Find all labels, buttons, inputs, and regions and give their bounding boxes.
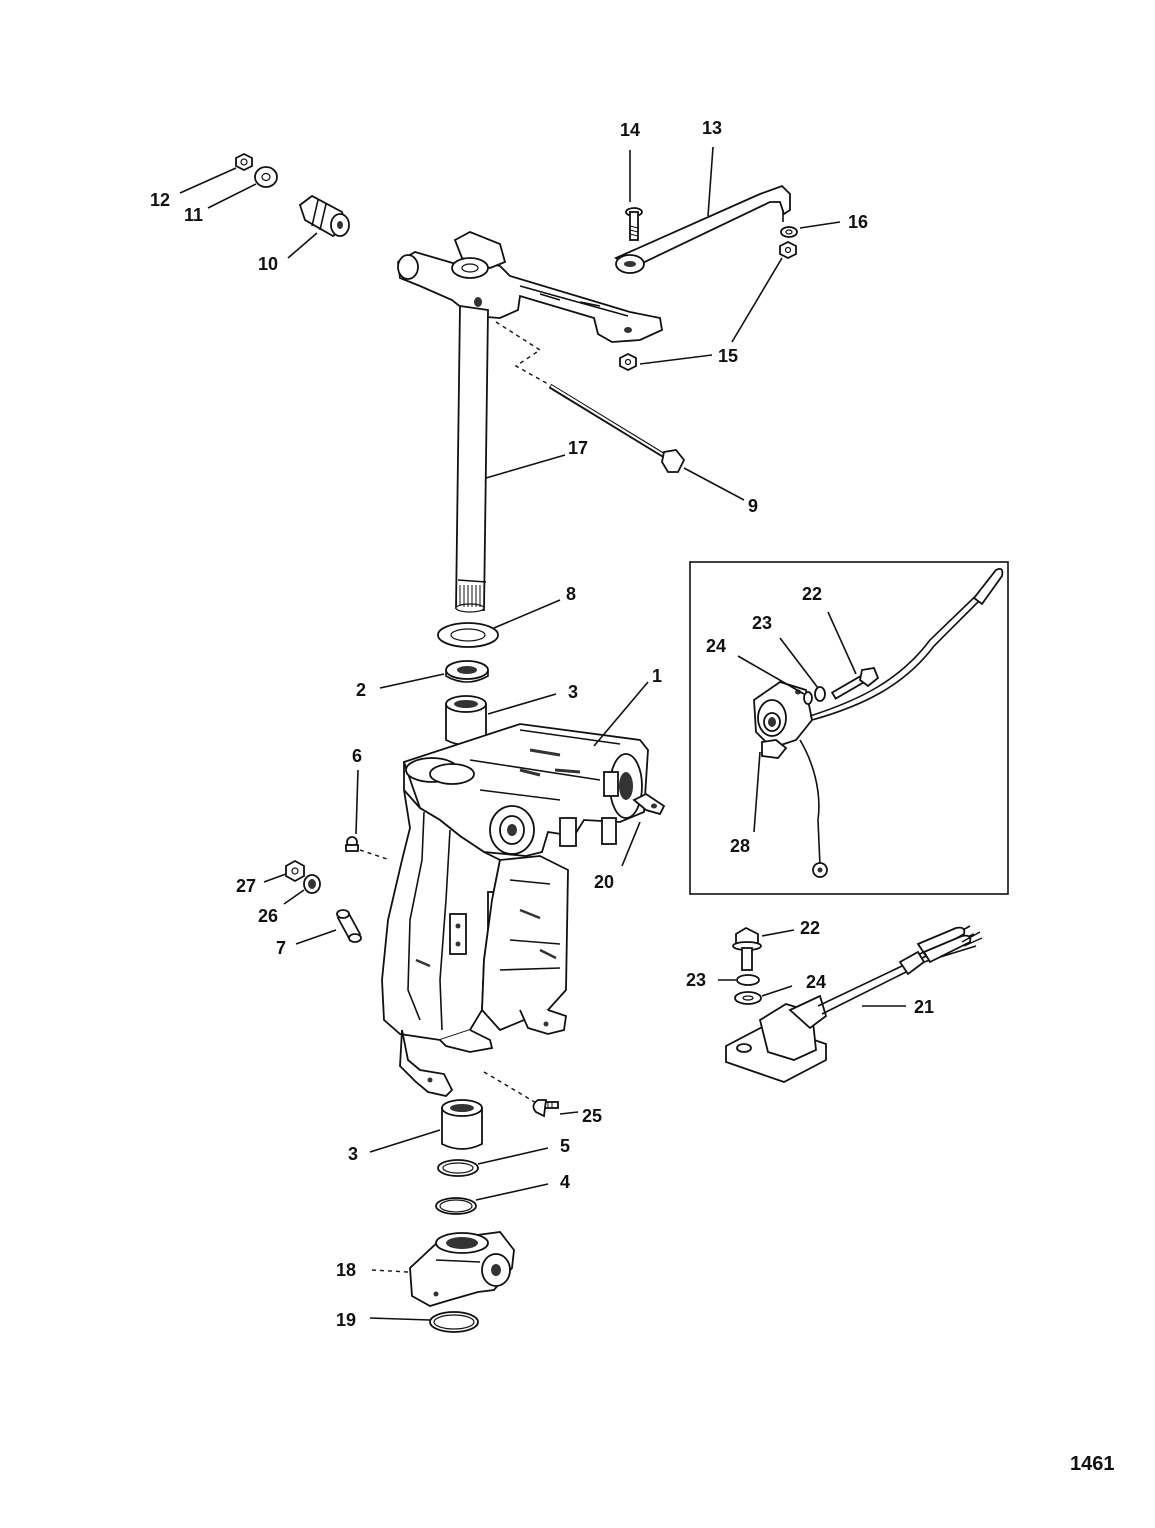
washer-23 bbox=[736, 974, 760, 986]
ring-5 bbox=[437, 1159, 479, 1177]
washer-24 bbox=[734, 991, 762, 1005]
callout-10: 10 bbox=[258, 254, 278, 274]
callout-7: 7 bbox=[276, 938, 286, 958]
lockwasher-26 bbox=[303, 874, 321, 894]
callout-24-inset: 24 bbox=[706, 636, 726, 656]
callout-19: 19 bbox=[336, 1310, 356, 1330]
callout-14: 14 bbox=[620, 120, 640, 140]
callout-5: 5 bbox=[560, 1136, 570, 1156]
callout-20: 20 bbox=[594, 872, 614, 892]
nut-12 bbox=[235, 152, 253, 172]
swivel-bracket-1 bbox=[381, 723, 649, 1097]
callout-22: 22 bbox=[800, 918, 820, 938]
fitting-6 bbox=[345, 836, 359, 852]
callout-11: 11 bbox=[184, 205, 203, 225]
bushing-3-lower bbox=[441, 1099, 483, 1150]
callout-9: 9 bbox=[748, 496, 758, 516]
callout-12: 12 bbox=[150, 190, 170, 210]
callout-3-lower: 3 bbox=[348, 1144, 358, 1164]
spacer-7 bbox=[336, 909, 362, 943]
callout-27: 27 bbox=[236, 876, 256, 896]
callout-23-inset: 23 bbox=[752, 613, 772, 633]
seal-2 bbox=[445, 660, 489, 683]
callout-1: 1 bbox=[652, 666, 662, 686]
callout-24: 24 bbox=[806, 972, 826, 992]
bushing-3-upper bbox=[445, 695, 487, 746]
nut-27 bbox=[285, 859, 305, 883]
callout-18: 18 bbox=[336, 1260, 356, 1280]
callout-23: 23 bbox=[686, 970, 706, 990]
callout-8: 8 bbox=[566, 584, 576, 604]
washer-24-inset bbox=[803, 691, 813, 705]
callout-17: 17 bbox=[568, 438, 588, 458]
callout-22-inset: 22 bbox=[802, 584, 822, 604]
washer-8 bbox=[437, 622, 499, 648]
callout-13: 13 bbox=[702, 118, 722, 138]
callout-15: 15 bbox=[718, 346, 738, 366]
page-number: 1461 bbox=[1070, 1453, 1115, 1475]
sensor-21 bbox=[725, 925, 983, 1083]
bolt-9 bbox=[548, 383, 686, 473]
tie-rod-13 bbox=[614, 184, 791, 274]
bolt-22 bbox=[732, 926, 762, 971]
fitting-20 bbox=[632, 792, 666, 816]
screw-25 bbox=[532, 1099, 559, 1118]
callout-16: 16 bbox=[848, 212, 868, 232]
washer-23-inset bbox=[814, 686, 826, 702]
washer-11 bbox=[254, 166, 278, 188]
callout-2: 2 bbox=[356, 680, 366, 700]
inset-box bbox=[689, 561, 1009, 895]
washer-16 bbox=[780, 226, 798, 238]
callout-4: 4 bbox=[560, 1172, 570, 1192]
callout-21: 21 bbox=[914, 997, 934, 1017]
ring-19 bbox=[429, 1311, 479, 1333]
bushing-10 bbox=[298, 194, 350, 238]
bolt-14 bbox=[625, 207, 643, 241]
yoke-18 bbox=[409, 1231, 515, 1307]
nut-15b bbox=[619, 352, 637, 372]
callout-28: 28 bbox=[730, 836, 750, 856]
callout-25: 25 bbox=[582, 1106, 602, 1126]
callout-3-upper: 3 bbox=[568, 682, 578, 702]
callout-6: 6 bbox=[352, 746, 362, 766]
steering-arm-17 bbox=[397, 231, 664, 613]
nut-15a bbox=[779, 240, 797, 260]
ring-4 bbox=[435, 1197, 477, 1215]
callout-26: 26 bbox=[258, 906, 278, 926]
bolt-22-inset bbox=[830, 666, 880, 700]
